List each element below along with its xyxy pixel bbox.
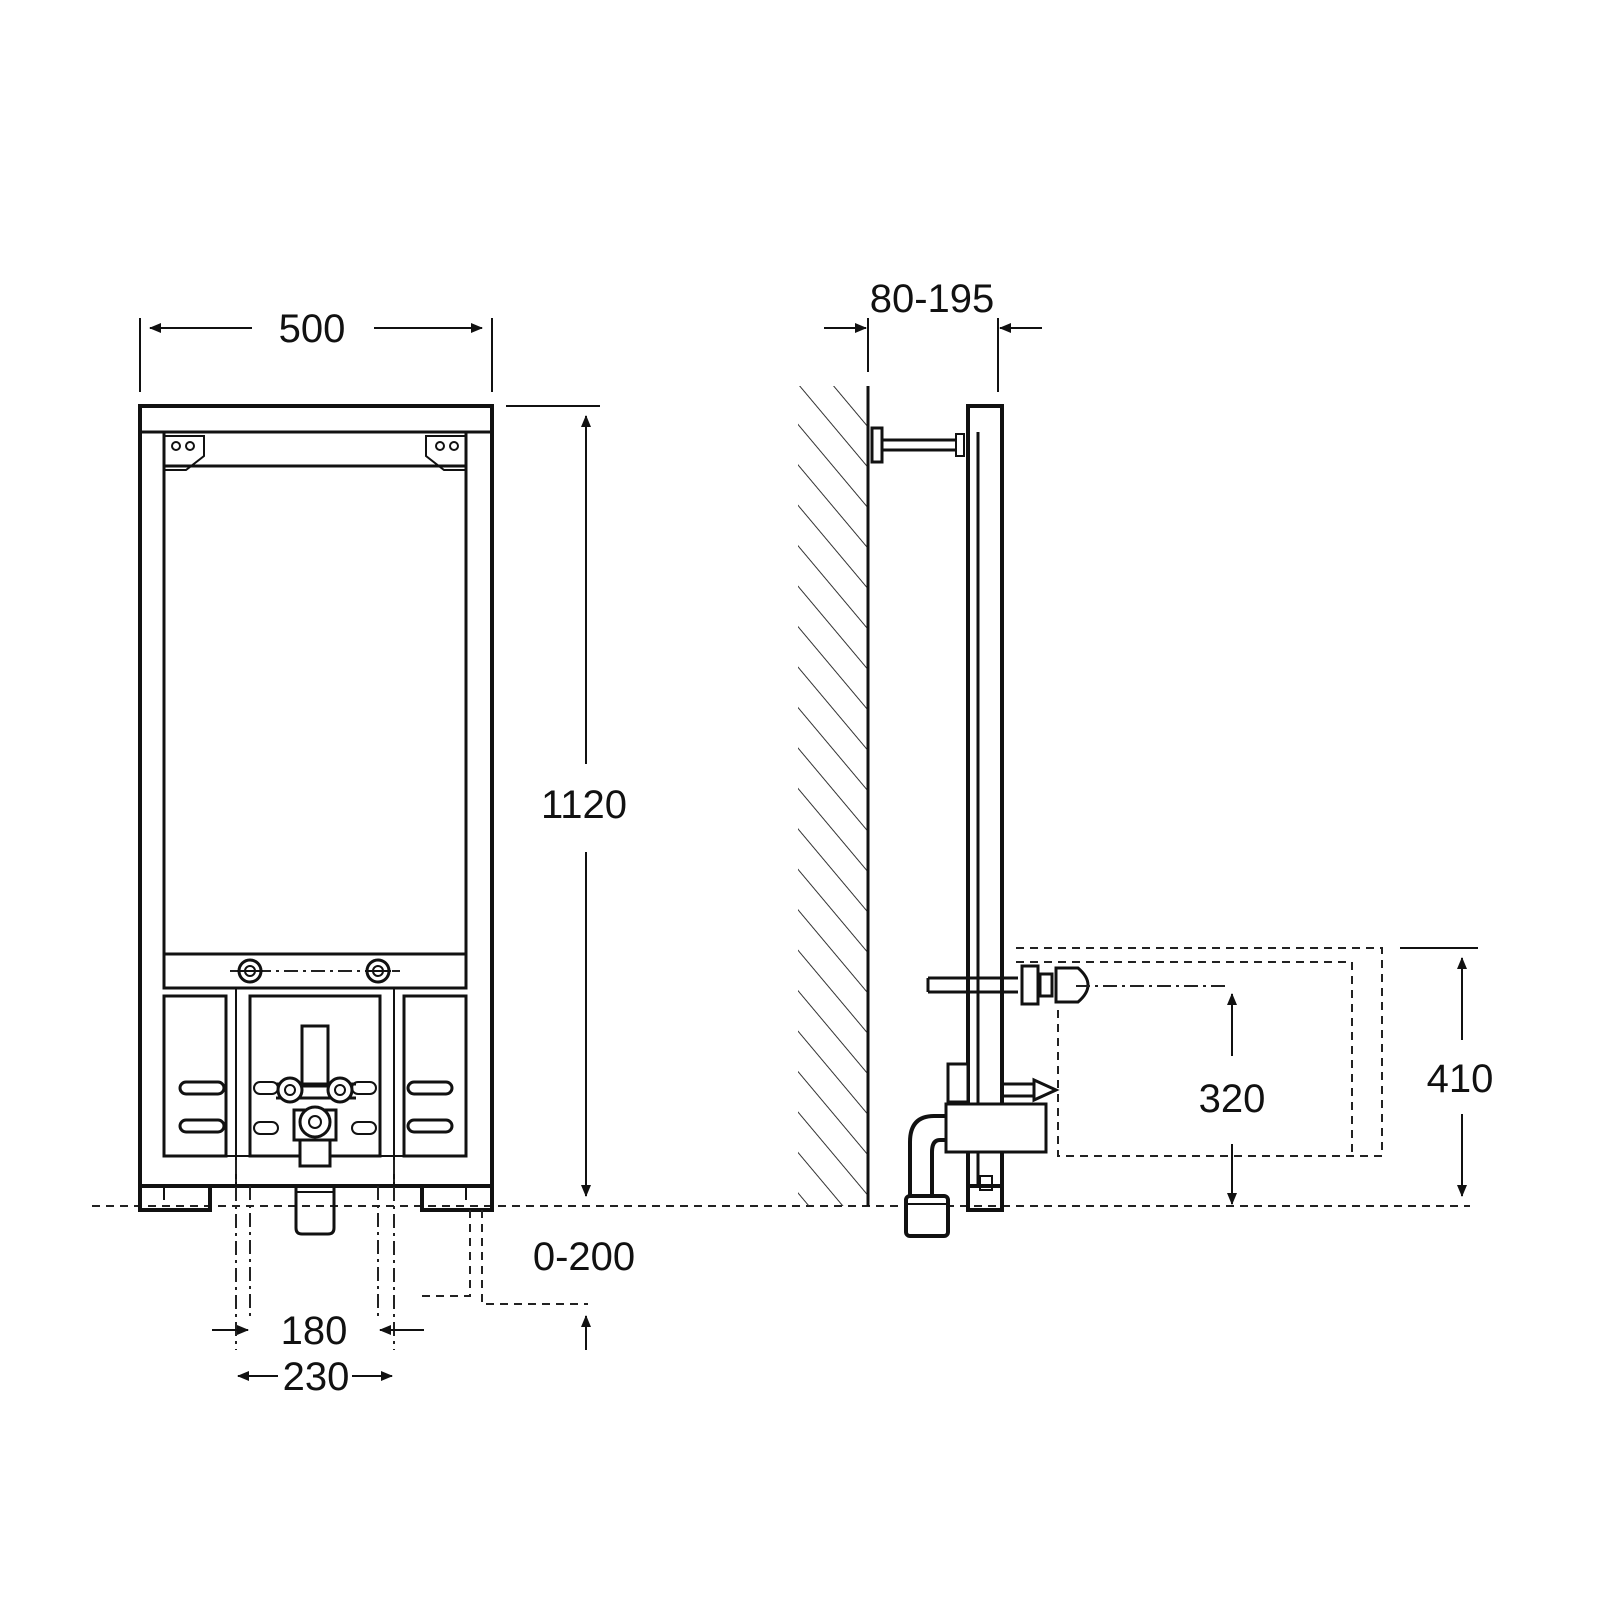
drain-trap-side	[904, 1102, 1048, 1238]
label-outer-spacing: 230	[283, 1355, 350, 1399]
fixing-stud-left	[237, 958, 263, 984]
side-view	[798, 386, 1383, 1238]
inlet-nozzle-side	[946, 1062, 1060, 1104]
label-frame-width: 500	[279, 307, 346, 351]
label-inner-spacing: 180	[281, 1309, 348, 1353]
frame-outer	[138, 404, 494, 1188]
foot-right	[420, 1184, 494, 1212]
dim-adjust-depth	[824, 318, 1042, 392]
label-fixing-height: 410	[1427, 1057, 1494, 1101]
fixing-stud-right	[365, 958, 391, 984]
label-adjust-depth: 80-195	[870, 277, 995, 321]
frame-post-side	[966, 404, 1004, 1188]
bidet-outline	[1016, 947, 1383, 1157]
dim-frame-height	[506, 405, 600, 1197]
dim-fixing-height	[1400, 947, 1478, 1197]
label-frame-height: 1120	[541, 783, 627, 827]
frame-inner-opening	[162, 464, 468, 956]
wall-hatched	[798, 386, 868, 1206]
top-bracket-right	[425, 435, 466, 471]
fixing-rod-side	[926, 964, 1090, 1006]
label-inlet-height: 320	[1199, 1077, 1266, 1121]
fixing-crossbar	[162, 952, 468, 990]
foot-left	[138, 1184, 212, 1212]
drain-spigot	[294, 1186, 336, 1236]
front-view	[138, 404, 588, 1350]
label-leg-adjust: 0-200	[533, 1235, 635, 1279]
valve-assembly	[276, 1024, 356, 1168]
dim-frame-width	[139, 318, 493, 392]
top-bracket-left	[164, 435, 205, 471]
